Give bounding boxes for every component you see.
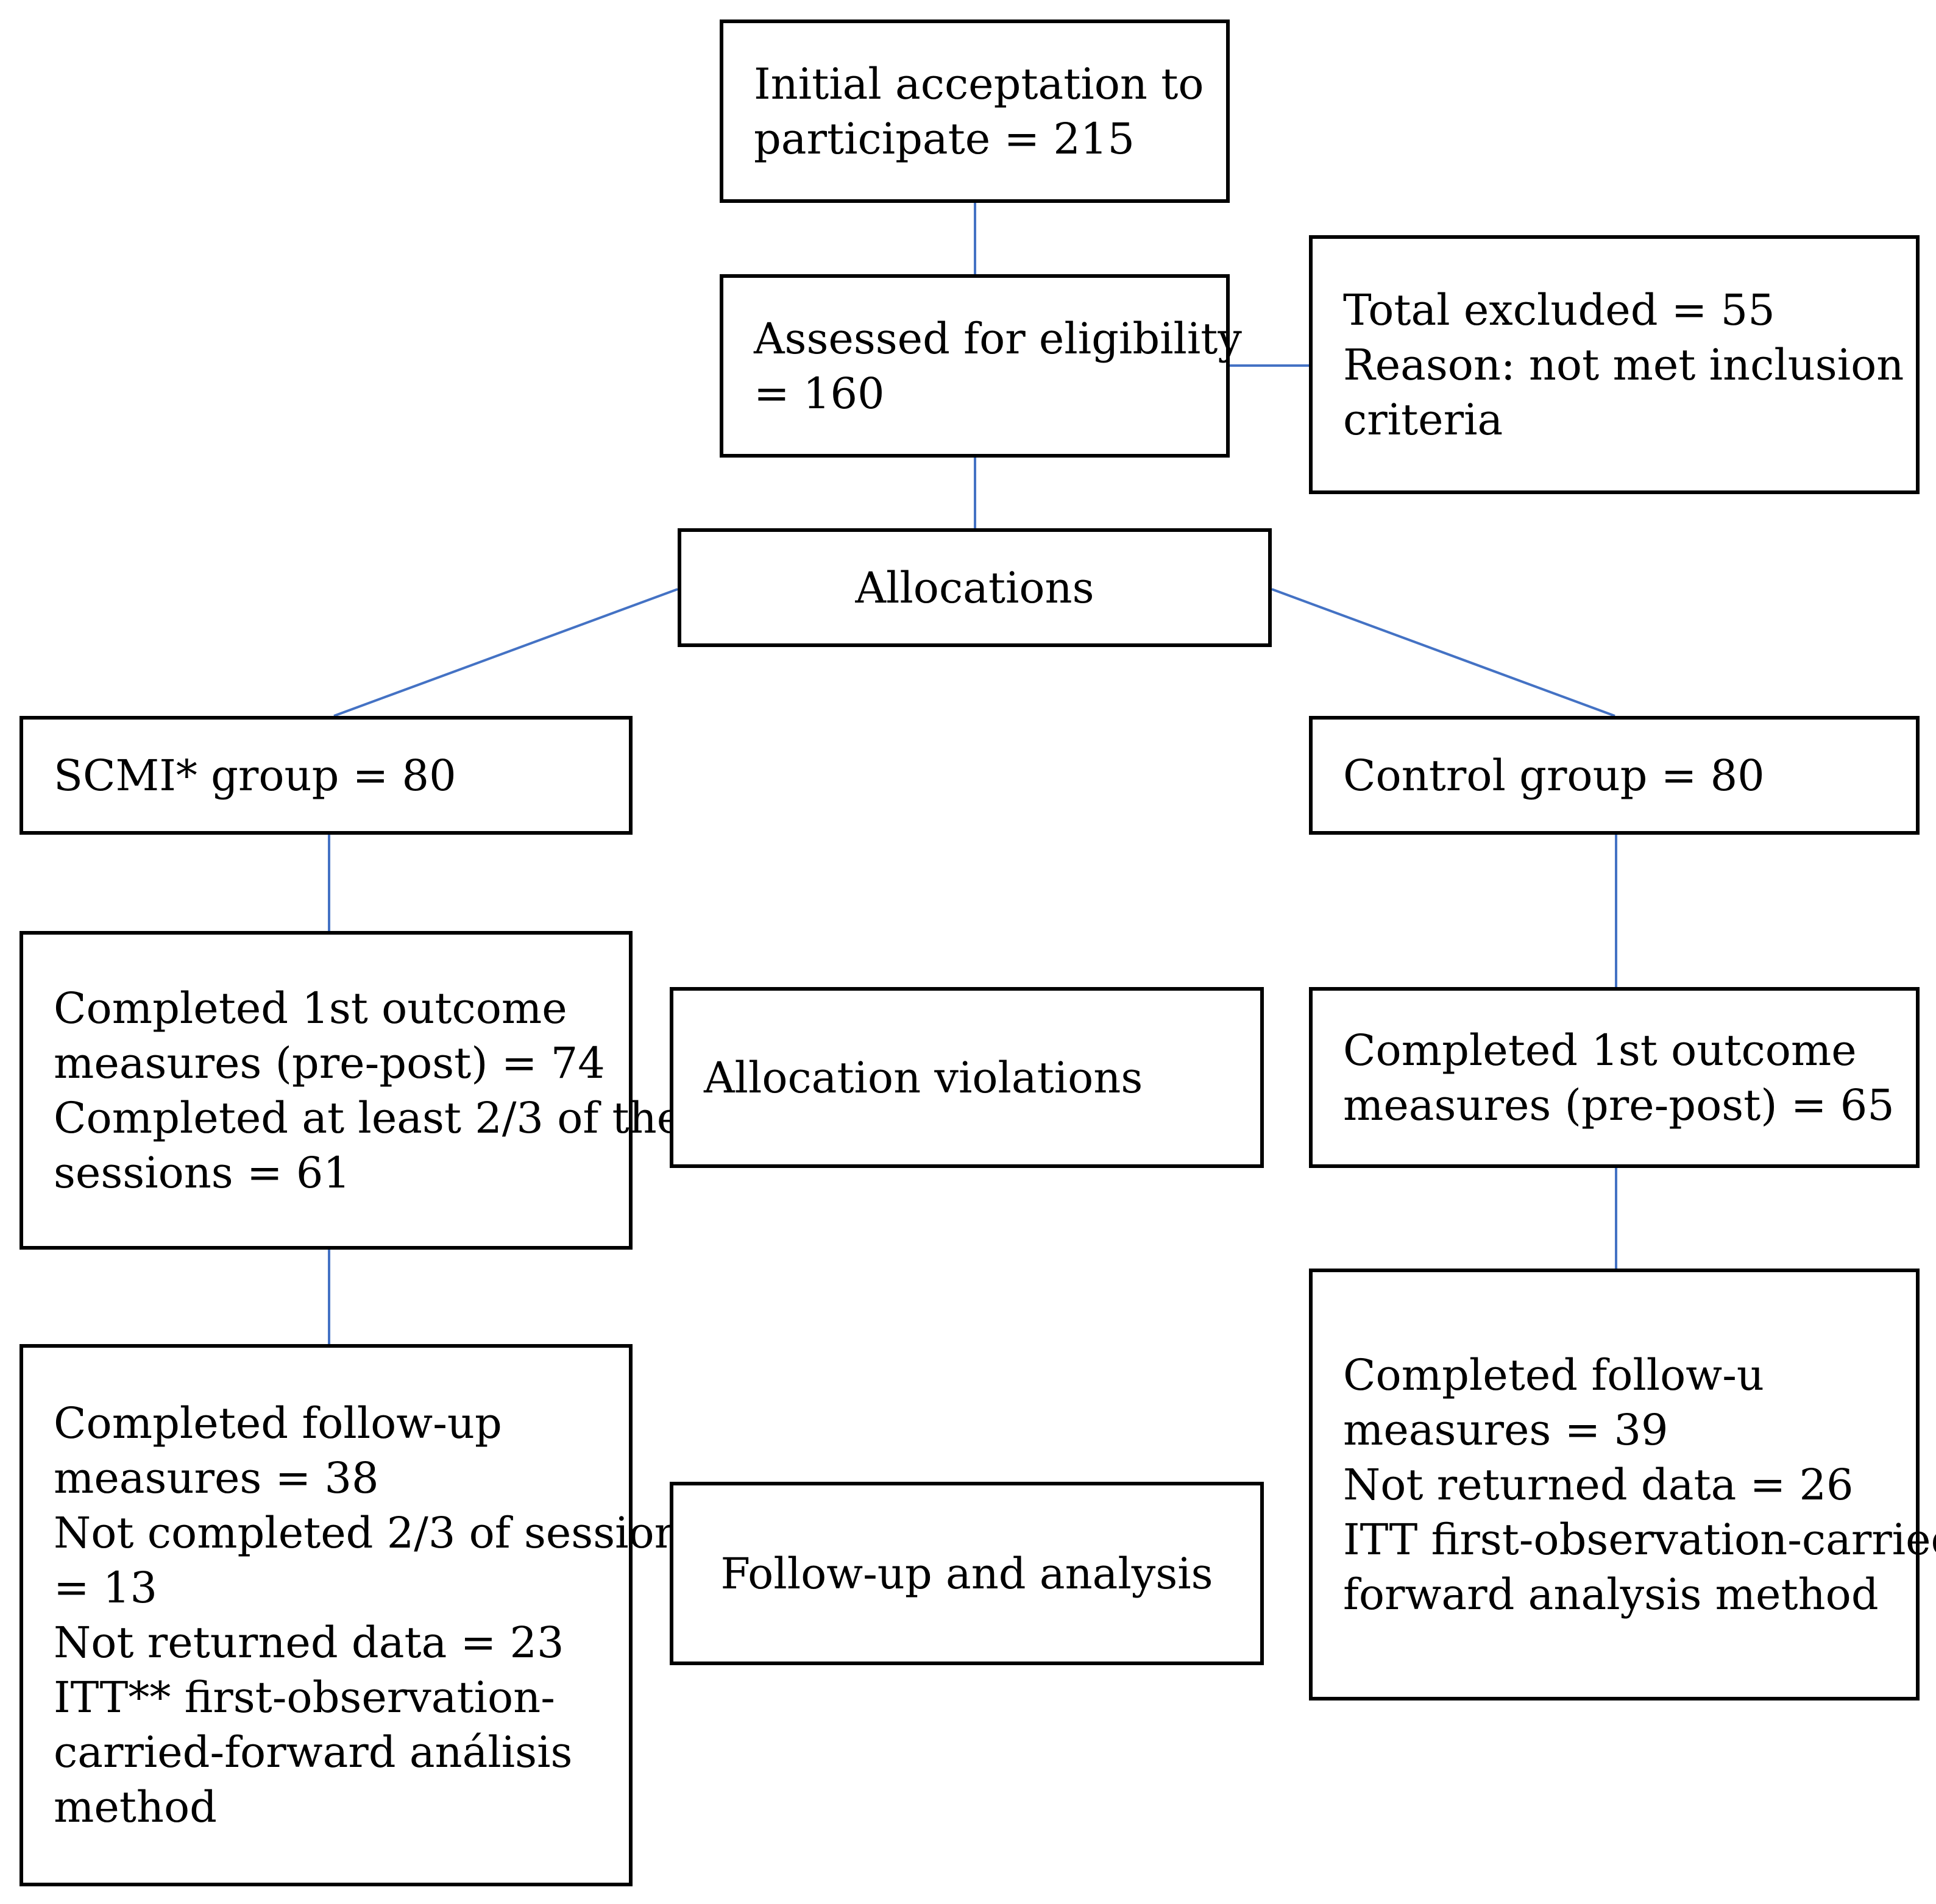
allocations-box: Allocations — [678, 528, 1272, 647]
box-text-line: Total excluded = 55 — [1343, 285, 1775, 335]
box-text-line: Completed at least 2/3 of the — [54, 1092, 683, 1143]
box-text-line: Allocations — [855, 562, 1094, 613]
connector-allocations-to-control — [1271, 588, 1615, 717]
box-text-line: Not returned data = 26 — [1343, 1459, 1854, 1510]
box-text-line: Completed follow-u — [1343, 1350, 1764, 1400]
box-text-line: Completed 1st outcome — [1343, 1025, 1857, 1075]
box-text-line: Control group = 80 — [1343, 750, 1765, 801]
assessed-eligibility-box: Assessed for eligibility= 160 — [720, 274, 1242, 458]
box-text-line: carried-forward análisis — [54, 1727, 573, 1777]
box-text-line: forward analysis method — [1343, 1569, 1879, 1619]
box-text-line: sessions = 61 — [54, 1147, 350, 1198]
box-text-line: Completed follow-up — [54, 1398, 502, 1448]
box-text-line: measures = 38 — [54, 1453, 379, 1503]
box-text-line: measures (pre-post) = 65 — [1343, 1080, 1895, 1130]
control-group-box: Control group = 80 — [1309, 716, 1920, 835]
box-text-line: ITT** first-observation- — [54, 1672, 555, 1722]
box-text-line: Not returned data = 23 — [54, 1618, 564, 1668]
box-text-line: Not completed 2/3 of sessions — [54, 1508, 704, 1558]
box-text-line: Allocation violations — [704, 1052, 1143, 1103]
box-text-line: ITT first-observation-carried- — [1343, 1514, 1936, 1565]
box-text-line: measures = 39 — [1343, 1404, 1668, 1455]
box-text-line: SCMI* group = 80 — [54, 750, 456, 801]
box-text-line: method — [54, 1782, 217, 1832]
followup-analysis-box: Follow-up and analysis — [670, 1482, 1264, 1665]
box-text-line: Reason: not met inclusion — [1343, 339, 1904, 390]
box-text-line: measures (pre-post) = 74 — [54, 1038, 605, 1088]
box-text-line: Completed 1st outcome — [54, 983, 567, 1033]
connector-allocations-to-scmi — [333, 588, 678, 717]
box-text-line: Initial acceptation to — [754, 58, 1204, 109]
allocation-violations-box: Allocation violations — [670, 987, 1264, 1168]
box-text-line: = 13 — [54, 1563, 157, 1613]
scmi-group-box: SCMI* group = 80 — [20, 716, 633, 835]
box-text-line: = 160 — [754, 368, 885, 419]
box-text-line: criteria — [1343, 394, 1503, 445]
box-text-line: Follow-up and analysis — [720, 1548, 1213, 1599]
box-text-line: Assessed for eligibility — [754, 313, 1242, 364]
box-text-line: participate = 215 — [754, 113, 1135, 164]
